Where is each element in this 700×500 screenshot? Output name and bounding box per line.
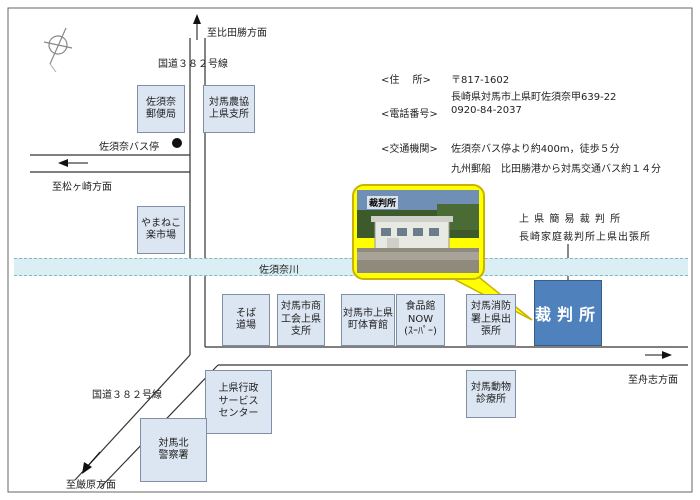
phone-number: 0920-84-2037 xyxy=(451,105,522,116)
south-direction-label: 至厳原方面 xyxy=(66,480,116,491)
police-station: 対馬北 警察署 xyxy=(140,418,207,482)
south-arrow-icon xyxy=(82,451,101,474)
address-text: 長崎県対馬市上県町佐須奈甲639-22 xyxy=(451,92,617,103)
grocery-store: 食品館NOW (ｽｰﾊﾟｰ) xyxy=(396,294,445,346)
north-arrow-icon xyxy=(193,14,201,40)
address-label: <住 所> xyxy=(381,75,431,86)
phone-label: <電話番号> xyxy=(381,109,438,120)
fire-station: 対馬消防 署上県出 張所 xyxy=(466,294,516,346)
transport-label: <交通機関> xyxy=(381,144,438,155)
photo-caption: 裁判所 xyxy=(367,196,399,209)
yamaneko-market: やまねこ 楽市場 xyxy=(137,206,185,254)
east-road xyxy=(205,346,688,366)
chamber-of-commerce: 対馬市商 工会上県 支所 xyxy=(277,294,325,346)
soba-dojo: そば 道場 xyxy=(222,294,270,346)
compass-icon xyxy=(43,27,73,73)
bus-stop-icon xyxy=(172,138,182,148)
east-direction-label: 至舟志方面 xyxy=(628,375,678,386)
west-road xyxy=(30,154,190,173)
post-office: 佐須奈 郵便局 xyxy=(137,85,185,133)
west-direction-label: 至松ヶ崎方面 xyxy=(52,182,112,193)
postal-code: 〒817-1602 xyxy=(451,75,510,86)
west-arrow-icon xyxy=(58,159,88,167)
court-label-line1: 上 県 簡 易 裁 判 所 xyxy=(519,214,622,225)
map-frame xyxy=(7,7,693,493)
court-building: 裁判所 xyxy=(534,280,602,346)
river-label: 佐須奈川 xyxy=(259,265,299,276)
admin-service-center: 上県行政 サービス センター xyxy=(205,370,272,434)
transport-line-2: 九州郵船 比田勝港から対馬交通バス約１４分 xyxy=(451,164,661,175)
gymnasium: 対馬市上県 町体育館 xyxy=(341,294,395,346)
court-photo: 裁判所 xyxy=(357,190,479,273)
animal-clinic: 対馬動物 診療所 xyxy=(466,370,516,418)
transport-line-1: 佐須奈バス停より約400m，徒歩５分 xyxy=(451,144,620,155)
north-direction-label: 至比田勝方面 xyxy=(207,28,267,39)
river xyxy=(14,258,688,276)
court-label-line2: 長崎家庭裁判所上県出張所 xyxy=(519,232,651,243)
route-label-top: 国道３８２号線 xyxy=(158,59,228,70)
east-arrow-icon xyxy=(645,351,672,359)
ja-branch: 対馬農協 上県支所 xyxy=(203,85,255,133)
bus-stop-label: 佐須奈バス停 xyxy=(99,142,159,153)
route-label-mid: 国道３８２号線 xyxy=(92,390,162,401)
